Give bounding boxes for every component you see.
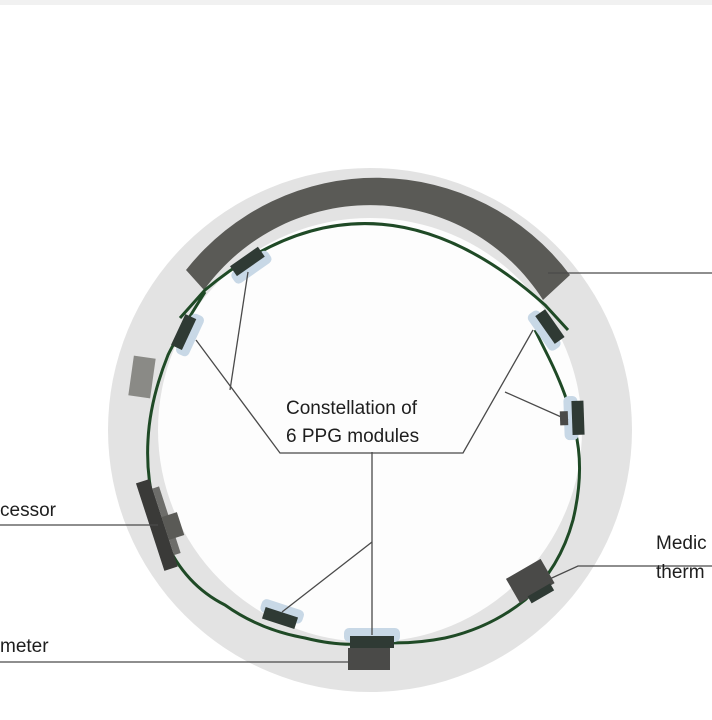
ppg-label-line1: Constellation of — [286, 398, 418, 419]
ppg-label-line2: 6 PPG modules — [286, 426, 419, 447]
thermometer-label-line2: therm — [656, 562, 705, 583]
accelerometer-label: meter — [0, 636, 49, 657]
thermometer-module — [505, 558, 555, 604]
accelerometer-chip — [348, 648, 390, 670]
ring-inner-face — [158, 218, 582, 642]
processor-label: cessor — [0, 500, 57, 521]
ppg-module-left — [171, 313, 204, 357]
side-component — [128, 355, 156, 399]
battery-arc — [186, 177, 570, 300]
ppg-module-top-left — [230, 246, 272, 284]
top-strip — [0, 0, 712, 5]
leader-lines — [0, 271, 712, 663]
ppg-module-right-upper — [527, 309, 565, 351]
thermometer-label-line1: Medic — [656, 533, 707, 554]
